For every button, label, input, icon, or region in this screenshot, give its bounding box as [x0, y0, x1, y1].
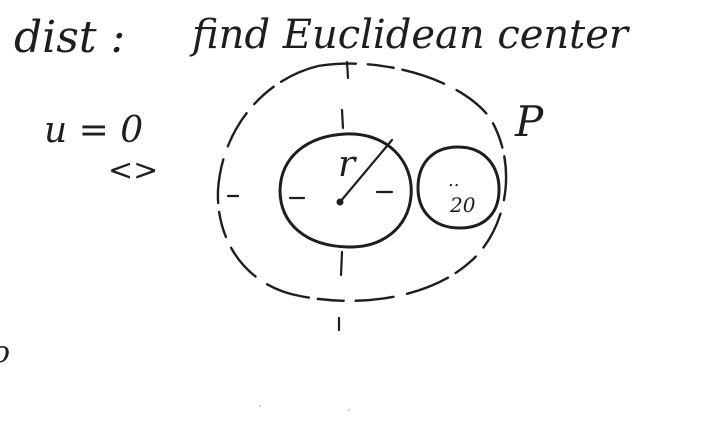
title-dist-label: dist : [14, 12, 125, 63]
small-circle-label-top: .. [448, 170, 459, 191]
condition-label: u = 0 [44, 110, 143, 151]
outer-dashed-circle [216, 62, 508, 303]
title-find-center-label: find Euclidean center [189, 12, 631, 58]
speck [348, 409, 350, 411]
speck [259, 405, 261, 407]
margin-mark: o [0, 335, 10, 370]
radius-line [338, 138, 394, 204]
radius-label: r [338, 144, 357, 185]
tick-inner-bottom [339, 250, 344, 277]
inner-circle [278, 132, 413, 249]
point-p-label: P [514, 97, 544, 146]
tick-inner-top [340, 108, 345, 130]
small-circle [416, 145, 501, 230]
small-circle-label-bottom: 20 [449, 193, 476, 217]
tick-top [345, 60, 350, 80]
implies-arrow-label: <> [108, 153, 158, 188]
